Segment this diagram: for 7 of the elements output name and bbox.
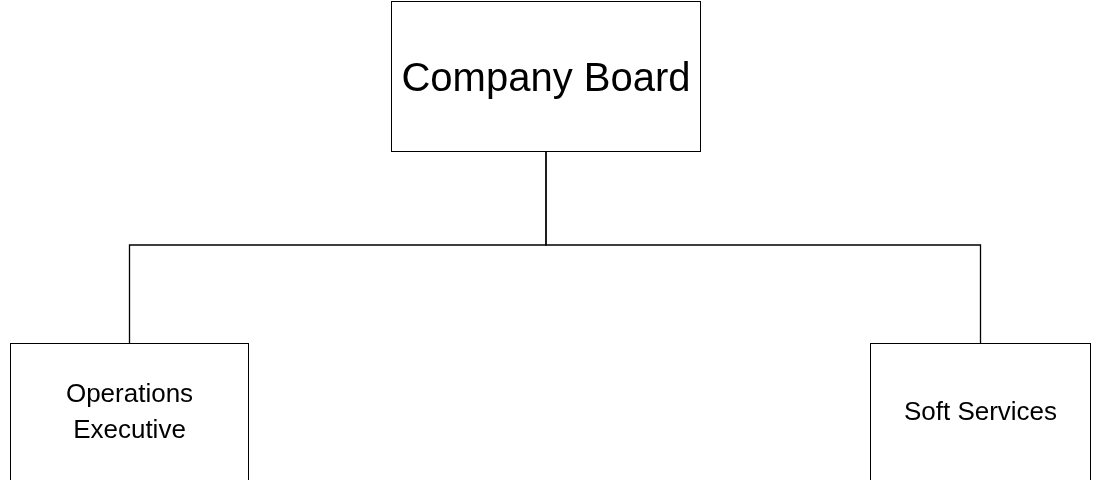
org-box	[870, 343, 1091, 480]
org-box	[391, 1, 701, 152]
connector-line	[545, 151, 982, 344]
box-label: Company Board	[400, 53, 692, 100]
box-label: Operations Executive	[64, 377, 195, 446]
org-box	[10, 343, 249, 480]
box-label: Soft Services	[902, 395, 1059, 428]
